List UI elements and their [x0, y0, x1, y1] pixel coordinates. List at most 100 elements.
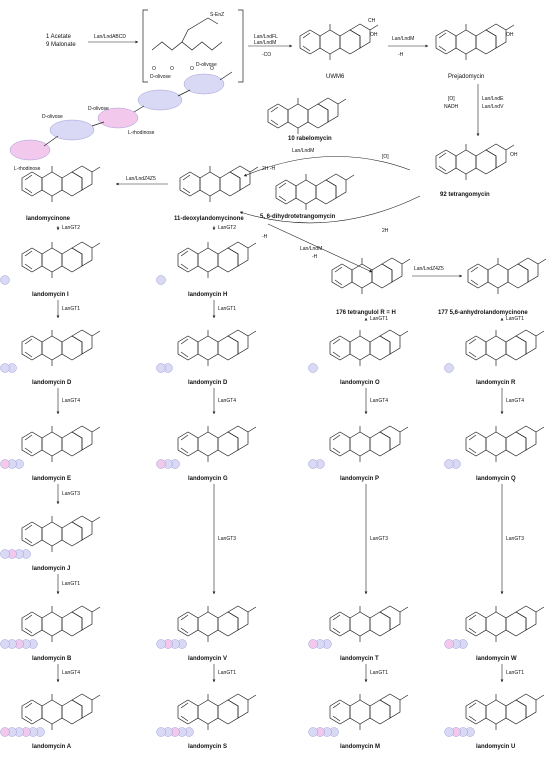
enzyme-abcd: Lan/LndABCD: [94, 34, 126, 40]
product-structure: [329, 425, 409, 463]
enzyme-z4z5b: Lan/LndZ4Z5: [414, 266, 444, 272]
sugar-bead: [156, 275, 166, 285]
product-label: landomycin S: [188, 744, 227, 750]
sugar-bead: [308, 639, 318, 649]
sugar-bead: [444, 727, 454, 737]
bracket-left: [142, 9, 148, 83]
step-label: LanGT1: [370, 316, 388, 322]
product-structure: [177, 425, 257, 463]
enzyme-m2a: Lan/LndM: [254, 40, 276, 46]
sugar-bead: [0, 275, 10, 285]
co2-loss: -CO: [262, 52, 271, 58]
product-structure: [21, 329, 101, 367]
sugar-bead: [0, 549, 10, 559]
product-structure: [465, 329, 545, 367]
deoxy-label: 11-deoxylandomycinone: [174, 216, 244, 222]
step-label: LanGT3: [370, 536, 388, 542]
nadh-label: NADH: [444, 104, 459, 110]
uwm6-structure: [299, 23, 379, 61]
sugar-d-olivose-a-shape: [49, 119, 95, 141]
glycosidic-bonds: [43, 71, 233, 147]
anhydro-label: 177 5,6-anhydrolandomycinone: [438, 310, 528, 316]
enzyme-fl: Lan/LndFL: [254, 34, 278, 40]
sugar-bead: [0, 363, 10, 373]
enzyme-m2b: Lan/LndM: [392, 36, 414, 42]
product-label: landomycin D: [188, 380, 228, 386]
step-label: LanGT3: [62, 491, 80, 497]
step-label: LanGT4: [62, 398, 80, 404]
sugar-d-olivose-c-shape: [183, 73, 225, 95]
tetrangulol-structure: [331, 257, 411, 295]
enzyme-m2d: Lan/LndM: [300, 246, 322, 252]
h2o-loss-d: -H: [312, 254, 318, 260]
step-label: LanGT1: [62, 306, 80, 312]
h2o-loss-b: 2H -H: [262, 166, 275, 172]
step-label: LanGT1: [62, 581, 80, 587]
uwm6-label: UWM6: [326, 74, 345, 80]
h2o-loss-a: -H: [398, 52, 404, 58]
sugar-l-rhodinose-a-shape: [9, 139, 51, 161]
product-structure: [177, 329, 257, 367]
sugar-l-rhodinose-b-shape: [97, 107, 139, 129]
product-label: landomycin G: [188, 476, 228, 482]
product-structure: [465, 605, 545, 643]
sugar-l-rhodinose-b: L-rhodinose: [14, 166, 41, 172]
step-label: LanGT3: [506, 536, 524, 542]
sugar-d-olivose-d: D-olivose: [196, 62, 217, 68]
keto-o-3: O: [190, 66, 194, 72]
product-structure: [465, 425, 545, 463]
step-label: LanGT1: [370, 670, 388, 676]
product-structure: [21, 425, 101, 463]
sugar-bead: [156, 363, 166, 373]
o2-label: [O]: [382, 154, 389, 160]
polyketide-branch: [181, 17, 219, 43]
sugar-bead: [0, 639, 10, 649]
rabelomycin-structure: [267, 97, 347, 135]
prejadomycin-label: Prejadomycin: [448, 74, 484, 80]
step-label: LanGT1: [506, 316, 524, 322]
product-structure: [21, 515, 101, 553]
product-structure: [329, 605, 409, 643]
product-label: landomycin H: [188, 292, 227, 298]
product-structure: [21, 241, 101, 279]
product-label: landomycin T: [340, 656, 379, 662]
product-structure: [177, 693, 257, 731]
sugar-bead: [444, 363, 454, 373]
polyketide-chain: [151, 41, 223, 51]
enz-label: S-EnZ: [210, 12, 224, 18]
product-label: landomycin M: [340, 744, 380, 750]
h2o-loss-c: -H: [262, 234, 268, 240]
product-label: landomycin V: [188, 656, 227, 662]
dihydro-structure: [275, 173, 355, 211]
sugar-bead: [308, 363, 318, 373]
product-label: landomycin A: [32, 744, 72, 750]
uwm6-oh: OH: [370, 32, 378, 38]
arrow-to-deoxy-upper: [243, 156, 411, 177]
product-structure: [329, 329, 409, 367]
tetrangomycin-label: 92 tetrangomycin: [440, 192, 490, 198]
step-label: LanGT4: [62, 670, 80, 676]
enzyme-v: Lan/LndV: [482, 104, 504, 110]
tetrangulol-label: 176 tetrangulol R = H: [336, 310, 396, 316]
sugar-d-olivose-b: D-olivose: [88, 106, 109, 112]
tetrangomycin-structure: [435, 143, 515, 181]
product-structure: [21, 605, 101, 643]
step-label: LanGT1: [506, 670, 524, 676]
landomycinone-label: landomycinone: [26, 216, 71, 222]
step-label: LanGT4: [370, 398, 388, 404]
keto-o-1: O: [152, 66, 156, 72]
sugar-bead: [444, 459, 454, 469]
keto-o-4: O: [210, 66, 214, 72]
arrow-to-tetrangulol: [267, 223, 373, 273]
start-label-malonate: 9 Malonate: [46, 42, 76, 48]
product-structure: [177, 605, 257, 643]
product-label: landomycin Q: [476, 476, 516, 482]
o-label: [O]: [448, 96, 455, 102]
sugar-bead: [444, 639, 454, 649]
anhydro-structure: [467, 257, 547, 295]
product-label: landomycin B: [32, 656, 72, 662]
step-label: LanGT1: [218, 670, 236, 676]
product-label: landomycin U: [476, 744, 515, 750]
